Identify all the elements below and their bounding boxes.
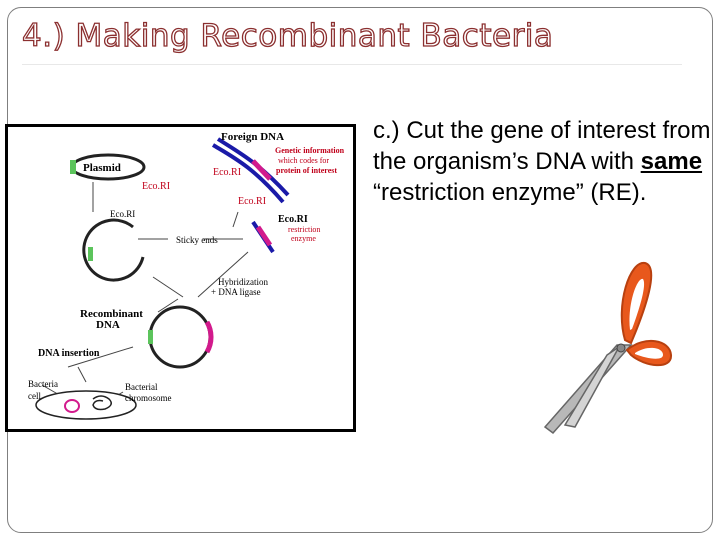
- scissors-icon: [543, 261, 673, 435]
- recombinant-marker: [148, 330, 153, 344]
- label-ecori-lower: Eco.RI: [110, 209, 135, 219]
- label-dna-insertion: DNA insertion: [38, 348, 100, 359]
- label-hybridization-1: Hybridization: [218, 277, 268, 287]
- label-genetic-info-3: protein of interest: [276, 166, 337, 175]
- cut-gene-segment: [255, 225, 273, 247]
- bacterial-chromosome: [92, 395, 112, 411]
- label-bacteria-2: cell: [28, 391, 41, 401]
- instruction-part-1: c.) Cut the gene of interest from the or…: [373, 117, 711, 175]
- label-ecori-enzyme-2: restriction: [288, 225, 320, 234]
- recombinant-dna-diagram: Foreign DNA Genetic information which co…: [5, 124, 356, 432]
- label-ecori-enzyme-1: Eco.RI: [278, 214, 308, 225]
- label-bacterial-2: chromosome: [125, 393, 172, 403]
- foreign-dna-strand-2: [216, 137, 290, 197]
- title-divider: [22, 64, 682, 65]
- label-hybridization-2: + DNA ligase: [211, 287, 261, 297]
- gene-segment: [251, 159, 272, 181]
- label-ecori-dna: Eco.RI: [213, 167, 241, 178]
- cut-plasmid: [82, 218, 145, 282]
- diagram-canvas: Foreign DNA Genetic information which co…: [28, 131, 345, 420]
- cut-plasmid-marker: [88, 247, 93, 261]
- label-bacterial-1: Bacterial: [125, 382, 158, 392]
- label-ecori-plasmid: Eco.RI: [142, 181, 170, 192]
- label-recombinant-2: DNA: [96, 319, 120, 331]
- label-genetic-info-2: which codes for: [278, 156, 329, 165]
- recombinant-plasmid: [148, 305, 212, 369]
- recombinant-insert: [204, 320, 214, 354]
- label-recombinant-1: Recombinant: [80, 308, 143, 320]
- slide-title: 4.) Making Recombinant Bacteria: [21, 17, 554, 54]
- label-bacteria-1: Bacteria: [28, 379, 58, 389]
- instruction-text: c.) Cut the gene of interest from the or…: [373, 115, 713, 208]
- label-ecori-enzyme-3: enzyme: [291, 234, 316, 243]
- instruction-emphasis: same: [640, 148, 703, 175]
- foreign-dna-strand: [211, 143, 285, 204]
- label-genetic-info-1: Genetic information: [275, 146, 345, 155]
- label-plasmid: Plasmid: [83, 162, 121, 174]
- instruction-part-2: “restriction enzyme” (RE).: [373, 179, 647, 206]
- label-ecori-top: Eco.RI: [238, 196, 266, 207]
- bacteria-cell: [35, 390, 137, 420]
- inserted-plasmid: [64, 399, 80, 413]
- plasmid-marker: [70, 160, 76, 174]
- label-foreign-dna: Foreign DNA: [221, 131, 284, 143]
- label-sticky-ends: Sticky ends: [176, 235, 218, 245]
